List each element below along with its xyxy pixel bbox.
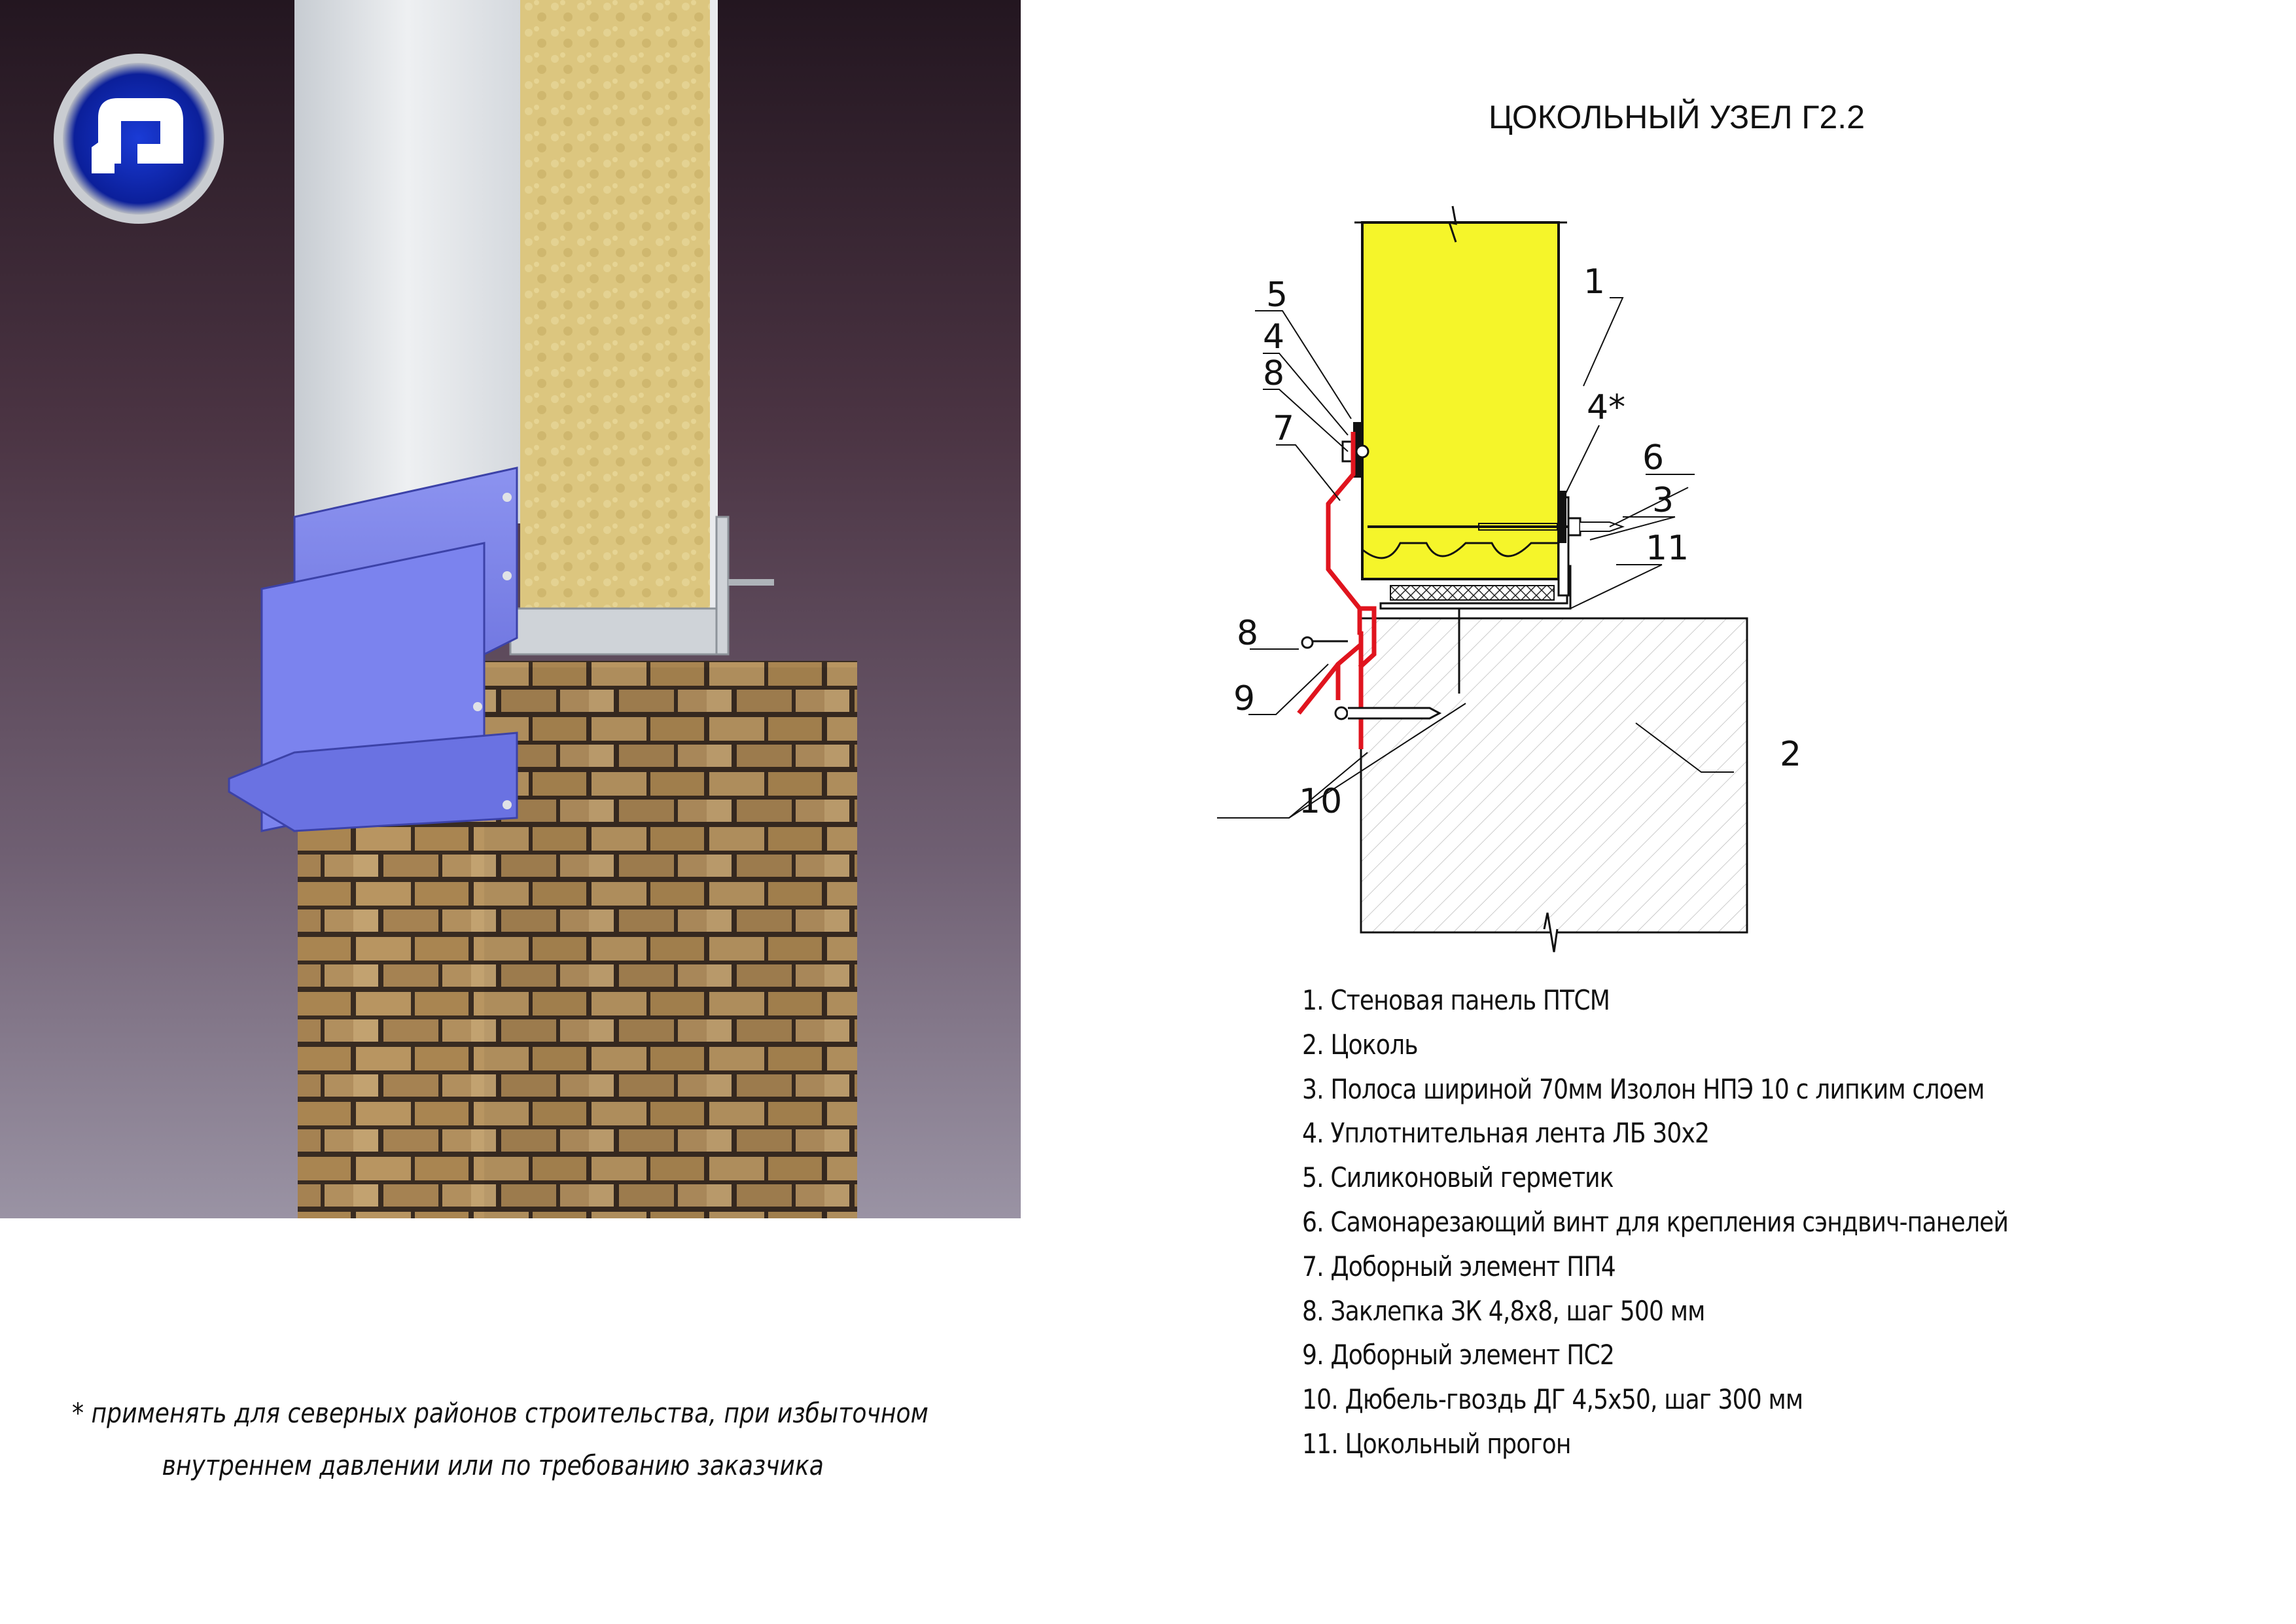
legend-item: 10. Дюбель-гвоздь ДГ 4,5х50, шаг 300 мм (1302, 1383, 1803, 1416)
company-logo (54, 54, 224, 224)
callout-4-star: 4* (1587, 388, 1625, 427)
callout-7: 7 (1273, 409, 1294, 448)
drawing-title: ЦОКОЛЬНЫЙ УЗЕЛ Г2.2 (1489, 99, 1865, 135)
callout-8-top: 8 (1263, 354, 1284, 393)
callout-10: 10 (1299, 782, 1342, 821)
legend-item: 8. Заклепка ЗК 4,8х8, шаг 500 мм (1302, 1294, 1705, 1327)
section-drawing: 5 4 8 7 8 9 10 1 4* 6 3 11 2 (1217, 205, 1801, 953)
legend-item: 11. Цокольный прогон (1302, 1427, 1571, 1460)
legend-item: 6. Самонарезающий винт для крепления сэн… (1302, 1205, 2009, 1238)
callout-2: 2 (1780, 735, 1801, 774)
legend-item: 1. Стеновая панель ПТСМ (1302, 984, 1610, 1016)
footnote-line-2: внутреннем давлении или по требованию за… (162, 1449, 824, 1481)
legend-item: 3. Полоса шириной 70мм Изолон НПЭ 10 с л… (1302, 1072, 1985, 1105)
callout-6: 6 (1642, 438, 1664, 478)
legend-item: 4. Уплотнительная лента ЛБ 30х2 (1302, 1117, 1710, 1150)
component-legend: 1. Стеновая панель ПТСМ 2. Цоколь 3. Пол… (1302, 978, 2123, 1466)
legend-item: 5. Силиконовый герметик (1302, 1161, 1614, 1194)
callout-9: 9 (1233, 679, 1255, 718)
rendering-illustration (0, 0, 1021, 1218)
callout-3: 3 (1652, 481, 1674, 520)
callout-8-bottom: 8 (1237, 614, 1258, 653)
plinth-block (1360, 617, 1748, 934)
callout-4: 4 (1263, 317, 1284, 357)
callout-1: 1 (1583, 262, 1605, 302)
legend-item: 9. Доборный элемент ПС2 (1302, 1339, 1615, 1371)
footnote: * применять для северных районов строите… (72, 1387, 928, 1492)
callout-11: 11 (1646, 529, 1689, 568)
footnote-line-1: * применять для северных районов строите… (72, 1397, 928, 1429)
callout-5: 5 (1266, 275, 1288, 315)
legend-item: 2. Цоколь (1302, 1028, 1418, 1061)
wall-panel (1361, 221, 1560, 580)
legend-item: 7. Доборный элемент ПП4 (1302, 1250, 1616, 1282)
